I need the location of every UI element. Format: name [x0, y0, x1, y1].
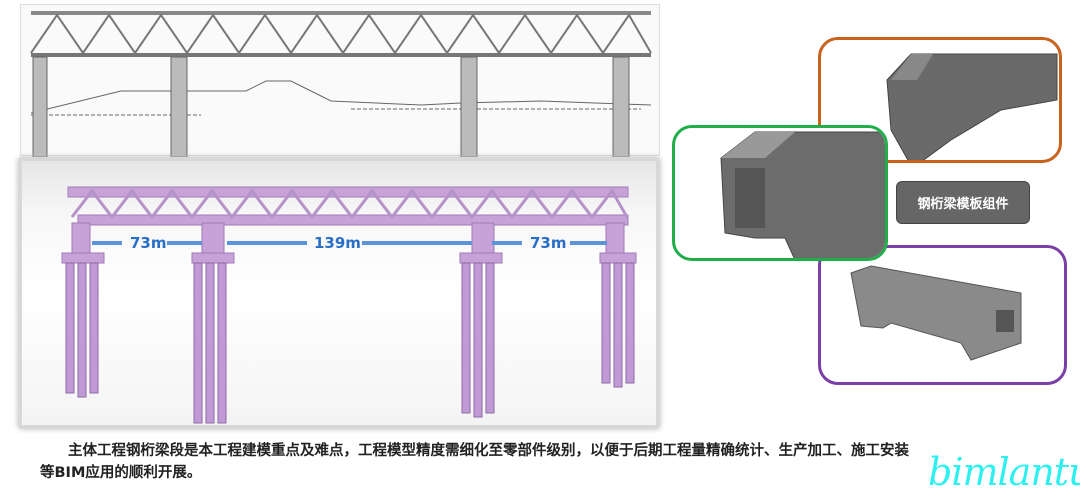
- span-dimension-right: 73m: [530, 234, 567, 252]
- elevation-drawing: [20, 4, 660, 158]
- span-dimension-left: 73m: [130, 234, 167, 252]
- watermark: bimlantu: [928, 450, 1080, 494]
- span-dimension-middle: 139m: [314, 234, 361, 252]
- component-label: 钢桁梁模板组件: [896, 181, 1030, 224]
- bridge-3d-render: 73m 139m 73m: [18, 157, 660, 429]
- caption-text: 主体工程钢桁梁段是本工程建模重点及难点，工程模型精度需细化至零部件级别，以便于后…: [40, 443, 909, 481]
- component-view-green: [672, 125, 888, 261]
- bridge-model: [61, 186, 637, 424]
- truss-elevation-drawing: [30, 11, 652, 158]
- component-view-purple: [818, 245, 1067, 385]
